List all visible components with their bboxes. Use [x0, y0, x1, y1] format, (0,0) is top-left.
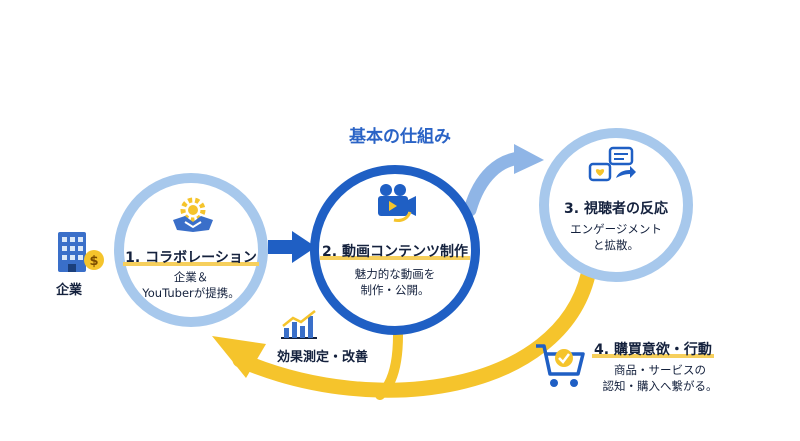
company-label: 企業 — [56, 283, 83, 298]
step1-title: 1. コラボレーション — [123, 250, 259, 266]
step2-title: 2. 動画コンテンツ制作 — [320, 244, 470, 260]
step2-desc: 魅力的な動画を 制作・公開。 — [354, 267, 436, 297]
shopping-cart-icon — [536, 344, 585, 387]
arrow-1-to-2-head — [292, 231, 316, 263]
chart-icon — [281, 310, 317, 339]
diagram-title: 基本の仕組み — [349, 127, 451, 147]
building-icon: $ — [58, 232, 104, 272]
handshake-gear-icon — [173, 197, 213, 232]
video-camera-icon — [378, 184, 416, 222]
step4-desc: 商品・サービスの 認知・購入へ繋がる。 — [602, 363, 718, 393]
return-stem — [375, 330, 403, 400]
step3-desc: エンゲージメント と拡散。 — [570, 222, 662, 252]
feedback-label: 効果測定・改善 — [277, 350, 369, 365]
arrow-2-to-3-head — [514, 144, 544, 174]
svg-text:$: $ — [89, 254, 98, 269]
step4-title: 4. 購買意欲・行動 — [592, 342, 714, 358]
arrow-2-to-3 — [463, 151, 527, 217]
return-arrowhead — [212, 336, 266, 378]
return-arc — [232, 267, 596, 398]
arrow-1-to-2-shaft — [268, 240, 296, 254]
step1-desc: 企業＆ YouTuberが提携。 — [142, 270, 240, 300]
step3-title: 3. 視聴者の反応 — [564, 201, 668, 217]
chat-heart-icon — [588, 146, 636, 182]
